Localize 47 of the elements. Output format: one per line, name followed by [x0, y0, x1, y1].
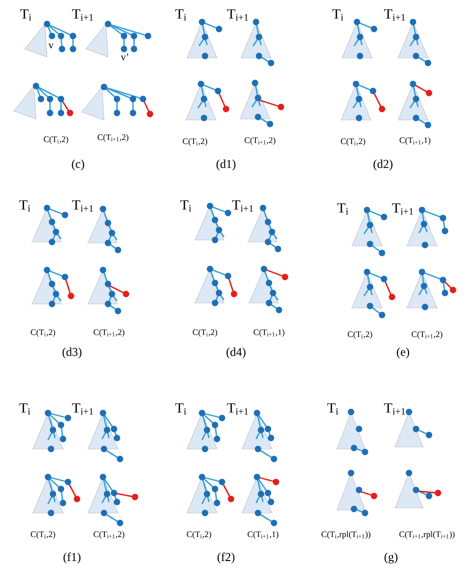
tree-label: T$_{i}$ — [175, 403, 186, 415]
panel-label: (d1) — [216, 160, 236, 170]
tree-caption: C(T$_{i}$,2) — [340, 138, 366, 146]
tree-caption: C(T$_{i+1}$,2) — [412, 331, 442, 339]
tree-caption: C(T$_{i}$,2) — [348, 331, 372, 339]
tree-caption: C(T$_{i+1}$,1) — [254, 329, 284, 337]
tree-caption: C(T$_{i}$,2) — [30, 329, 56, 337]
tree-caption: C(T$_{i+1}$,2) — [244, 137, 276, 145]
tree-label: T$_{i+1}$ — [72, 200, 94, 212]
tree-caption: C(T$_{i}$,2) — [192, 329, 218, 337]
tree-label: T$_{i}$ — [19, 403, 30, 415]
tree-label: T$_{i}$ — [337, 203, 348, 215]
tree-label: T$_{i}$ — [19, 200, 30, 212]
tree-label: T$_{i}$ — [332, 9, 344, 21]
tree-label: T$_{i}$ — [327, 403, 338, 415]
tree-caption: C(T$_{i+1}$,2) — [98, 134, 128, 142]
tree-label: T$_{i+1}$ — [227, 403, 248, 415]
panel-label: (d3) — [62, 348, 82, 358]
tree-caption: C(T$_{i}$,2) — [30, 531, 56, 539]
tree-caption: C(T$_{i}$,rpl(T$_{i+1}$)) — [322, 531, 370, 539]
panel-label: (d4) — [226, 348, 246, 358]
tree-caption: C(T$_{i}$,2) — [182, 138, 208, 146]
vertex-label: v’ — [120, 54, 128, 60]
tree-caption: C(T$_{i}$,2) — [186, 531, 212, 539]
tree-label: T$_{i}$ — [20, 9, 32, 21]
panel-label: (d2) — [374, 160, 392, 170]
tree-label: T$_{i+1}$ — [392, 203, 414, 215]
panel-label: (f2) — [218, 552, 234, 564]
tree-caption: C(T$_{i+1}$,1) — [400, 137, 430, 145]
tree-label: T$_{i+1}$ — [384, 9, 406, 21]
tree-label: T$_{i+1}$ — [227, 9, 248, 21]
tree-caption: C(T$_{i+1}$,2) — [94, 531, 124, 539]
panel-label: (e) — [396, 348, 410, 358]
vertex-label: v — [48, 44, 54, 48]
tree-label: T$_{i+1}$ — [72, 403, 94, 415]
tree-caption: C(T$_{i+1}$,rpl(T$_{i+1}$)) — [399, 531, 455, 539]
tree-label: T$_{i+1}$ — [72, 9, 94, 21]
tree-label: T$_{i+1}$ — [384, 403, 406, 415]
tree-label: T$_{i}$ — [180, 200, 192, 212]
tree-caption: C(T$_{i+1}$,2) — [94, 329, 124, 337]
panel-label: (f1) — [64, 552, 80, 564]
tree-caption: C(T$_{i}$,2) — [44, 136, 68, 144]
tree-caption: C(T$_{i+1}$,1) — [248, 531, 278, 539]
panel-label: (c) — [72, 160, 84, 170]
tree-label: T$_{i+1}$ — [232, 200, 254, 212]
panel-label: (g) — [384, 552, 398, 564]
tree-label: T$_{i}$ — [175, 9, 186, 21]
